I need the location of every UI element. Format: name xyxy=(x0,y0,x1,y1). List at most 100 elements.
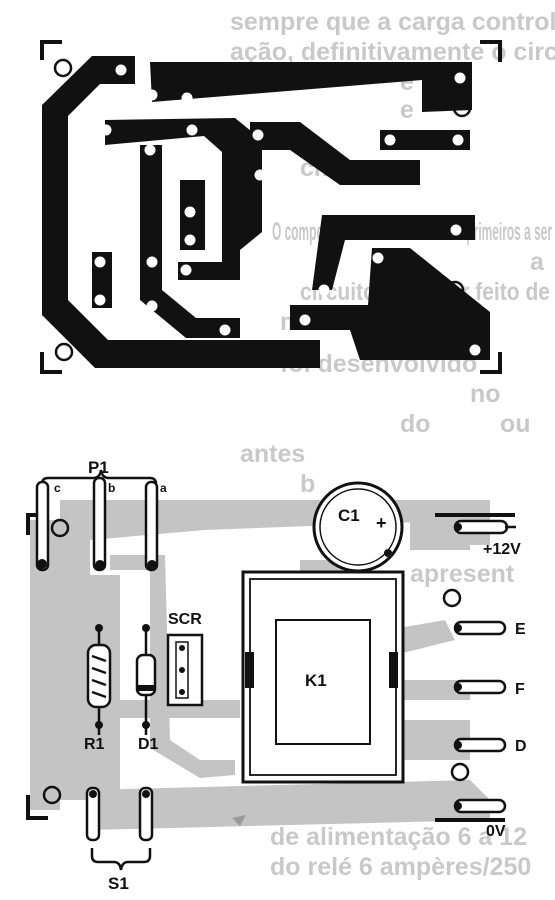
copper-pad xyxy=(250,122,420,185)
solder-joint xyxy=(384,549,392,557)
copper-pad xyxy=(140,145,240,338)
mounting-hole xyxy=(445,280,465,300)
scr-pin xyxy=(179,689,185,695)
corner-mark xyxy=(40,40,62,60)
copper-pad xyxy=(290,248,490,360)
mounting-hole xyxy=(50,518,70,538)
drill-hole xyxy=(100,124,112,136)
trace-shadow-area xyxy=(120,700,240,718)
drill-hole xyxy=(184,206,196,218)
drill-hole xyxy=(180,264,192,276)
drill-hole xyxy=(452,134,464,146)
terminal-lead xyxy=(453,679,507,695)
terminal-d: D xyxy=(453,737,527,755)
background-text-line: apresent xyxy=(410,560,515,588)
drill-hole xyxy=(94,294,106,306)
copper-pad xyxy=(150,62,472,112)
terminal-lead xyxy=(453,519,509,535)
p1-lead-a xyxy=(144,480,159,572)
trace-shadow-area xyxy=(30,520,60,810)
background-text-line: antes xyxy=(240,440,305,468)
drill-hole xyxy=(115,64,127,76)
pin-c-label: c xyxy=(54,481,61,495)
r1-bands xyxy=(91,654,107,699)
corner-mark xyxy=(26,795,48,820)
d1-cathode-band xyxy=(137,685,155,691)
scr-label: SCR xyxy=(168,611,202,628)
p1-lead-c xyxy=(35,480,50,572)
capacitor-c1: C1 + xyxy=(312,481,404,573)
background-text-line: ou xyxy=(500,410,531,438)
k1-clip-left xyxy=(245,652,254,688)
drill-hole xyxy=(372,252,384,264)
solder-joint xyxy=(454,802,462,810)
trace-shadow-area xyxy=(410,510,470,550)
r1-body xyxy=(86,643,112,709)
solder-joint xyxy=(142,624,150,632)
c1-body xyxy=(312,481,404,573)
p1-label: P1 xyxy=(88,458,109,477)
drill-hole xyxy=(450,224,462,236)
terminal-0v-label: 0V xyxy=(486,823,506,840)
terminal-e: E xyxy=(453,620,526,638)
mounting-hole xyxy=(54,342,74,362)
drill-hole xyxy=(249,256,261,268)
solder-joint xyxy=(95,721,103,729)
solder-joint xyxy=(95,560,105,570)
copper-pad xyxy=(105,118,262,280)
corner-mark xyxy=(40,352,62,374)
drill-hole xyxy=(186,124,198,136)
copper-pad xyxy=(42,56,320,368)
k1-coil-window xyxy=(275,619,371,745)
k1-label: K1 xyxy=(305,671,327,690)
p1-lead-b xyxy=(92,476,107,572)
registration-mark xyxy=(232,815,246,826)
copper-foil-layout xyxy=(40,40,502,374)
solder-joint xyxy=(454,624,462,632)
trace-shadow-area xyxy=(400,680,470,700)
drill-hole xyxy=(299,314,311,326)
drill-hole xyxy=(146,300,158,312)
d1-label: D1 xyxy=(138,736,159,753)
terminal-12v: +12V xyxy=(453,519,521,558)
background-text-line: e xyxy=(400,96,414,124)
drill-hole xyxy=(254,169,266,181)
c1-rim xyxy=(319,488,397,566)
s1-lead xyxy=(85,786,101,842)
drill-hole xyxy=(318,284,330,296)
terminal-e-label: E xyxy=(515,621,526,638)
solder-pads xyxy=(94,64,481,358)
solder-joint xyxy=(142,721,150,729)
thyristor-scr: SCR xyxy=(166,611,204,707)
solder-joint xyxy=(454,523,462,531)
s1-lead xyxy=(138,786,154,842)
terminal-lead xyxy=(453,737,507,753)
pin-b-label: b xyxy=(108,481,115,495)
drill-hole xyxy=(334,346,346,358)
background-text-line: sempre que a carga controlada req xyxy=(230,8,555,36)
mounting-hole xyxy=(53,58,73,78)
mounting-hole xyxy=(442,588,462,608)
trace-shadow-area xyxy=(90,780,490,830)
terminal-f: F xyxy=(453,679,525,698)
copper-pad xyxy=(380,130,470,150)
drill-hole xyxy=(454,72,466,84)
background-text-line: do relé 6 ampères/250 xyxy=(270,853,531,881)
terminal-12v-label: +12V xyxy=(483,541,521,558)
drill-hole xyxy=(181,92,193,104)
c1-polarity-mark: + xyxy=(376,513,387,533)
solder-joint xyxy=(147,560,157,570)
mounting-hole xyxy=(42,785,62,805)
copper-traces xyxy=(42,56,490,368)
drill-hole xyxy=(252,129,264,141)
pin-a-label: a xyxy=(160,481,167,495)
resistor-r1: R1 xyxy=(84,624,112,753)
r1-label: R1 xyxy=(84,736,105,753)
board-corner-marks xyxy=(40,40,502,374)
corner-mark xyxy=(480,40,502,62)
solder-joint xyxy=(454,683,462,691)
diode-d1: D1 xyxy=(135,624,159,753)
solder-joint xyxy=(454,741,462,749)
corner-mark xyxy=(480,352,502,374)
